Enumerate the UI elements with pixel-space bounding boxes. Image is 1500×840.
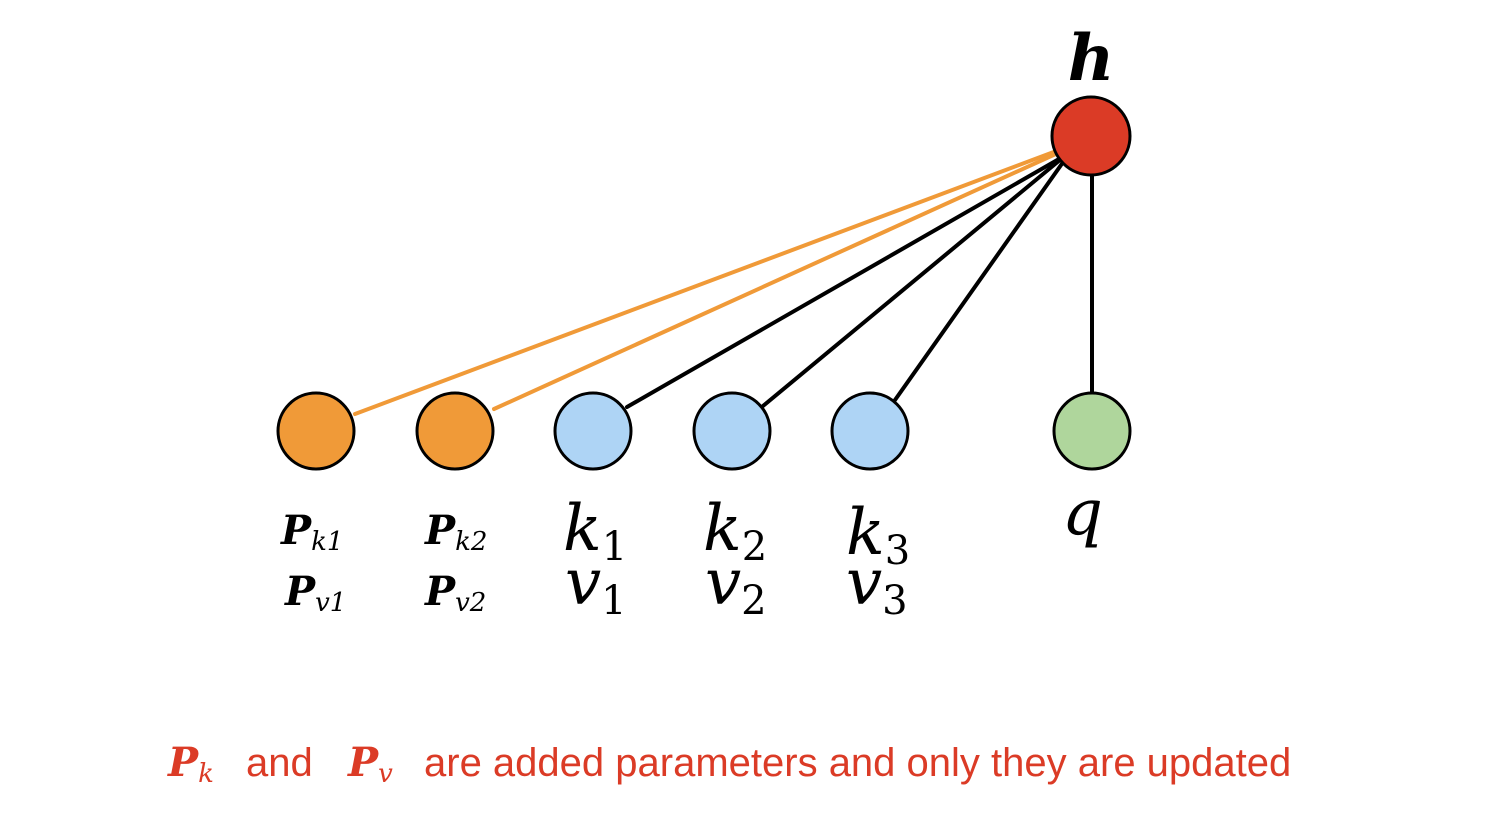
caption-and: and: [246, 741, 313, 785]
label-v3: v3: [846, 546, 908, 624]
label-v2: v2: [705, 546, 767, 624]
node-h: [1050, 95, 1132, 177]
label-pk2: Pk2: [424, 507, 487, 557]
node-k3: [830, 391, 910, 471]
caption-pk: P: [167, 739, 200, 786]
label-pv1: Pv1: [284, 568, 346, 618]
label-k2: k2: [703, 492, 767, 570]
caption: Pk and Pv are added parameters and only …: [167, 739, 1291, 789]
node-labels: Pk1 Pv1 Pk2 Pv2 k1 v1 k2 v2 k3 v: [280, 476, 1103, 624]
output-node-label: h: [1068, 21, 1115, 96]
edge-h-pk1: [353, 136, 1093, 416]
node-k1: [553, 391, 633, 471]
edge-h-k3: [893, 156, 1068, 402]
node-pk1: [276, 391, 356, 471]
edge-h-k2: [761, 153, 1068, 408]
edge-h-k1: [625, 153, 1068, 409]
label-q: q: [1062, 476, 1103, 550]
label-k3: k3: [846, 496, 910, 574]
node-k2: [692, 391, 772, 471]
caption-rest: are added parameters and only they are u…: [424, 741, 1291, 785]
node-q: [1052, 391, 1132, 471]
edge-h-pk2: [492, 136, 1093, 411]
input-nodes: [276, 391, 1132, 471]
edges: [353, 136, 1094, 416]
label-pv2: Pv2: [424, 568, 486, 618]
label-pk1: Pk1: [280, 507, 343, 557]
node-pk2: [415, 391, 495, 471]
caption-pv: P: [347, 739, 380, 786]
label-v1: v1: [565, 546, 627, 624]
label-k1: k1: [563, 492, 627, 570]
